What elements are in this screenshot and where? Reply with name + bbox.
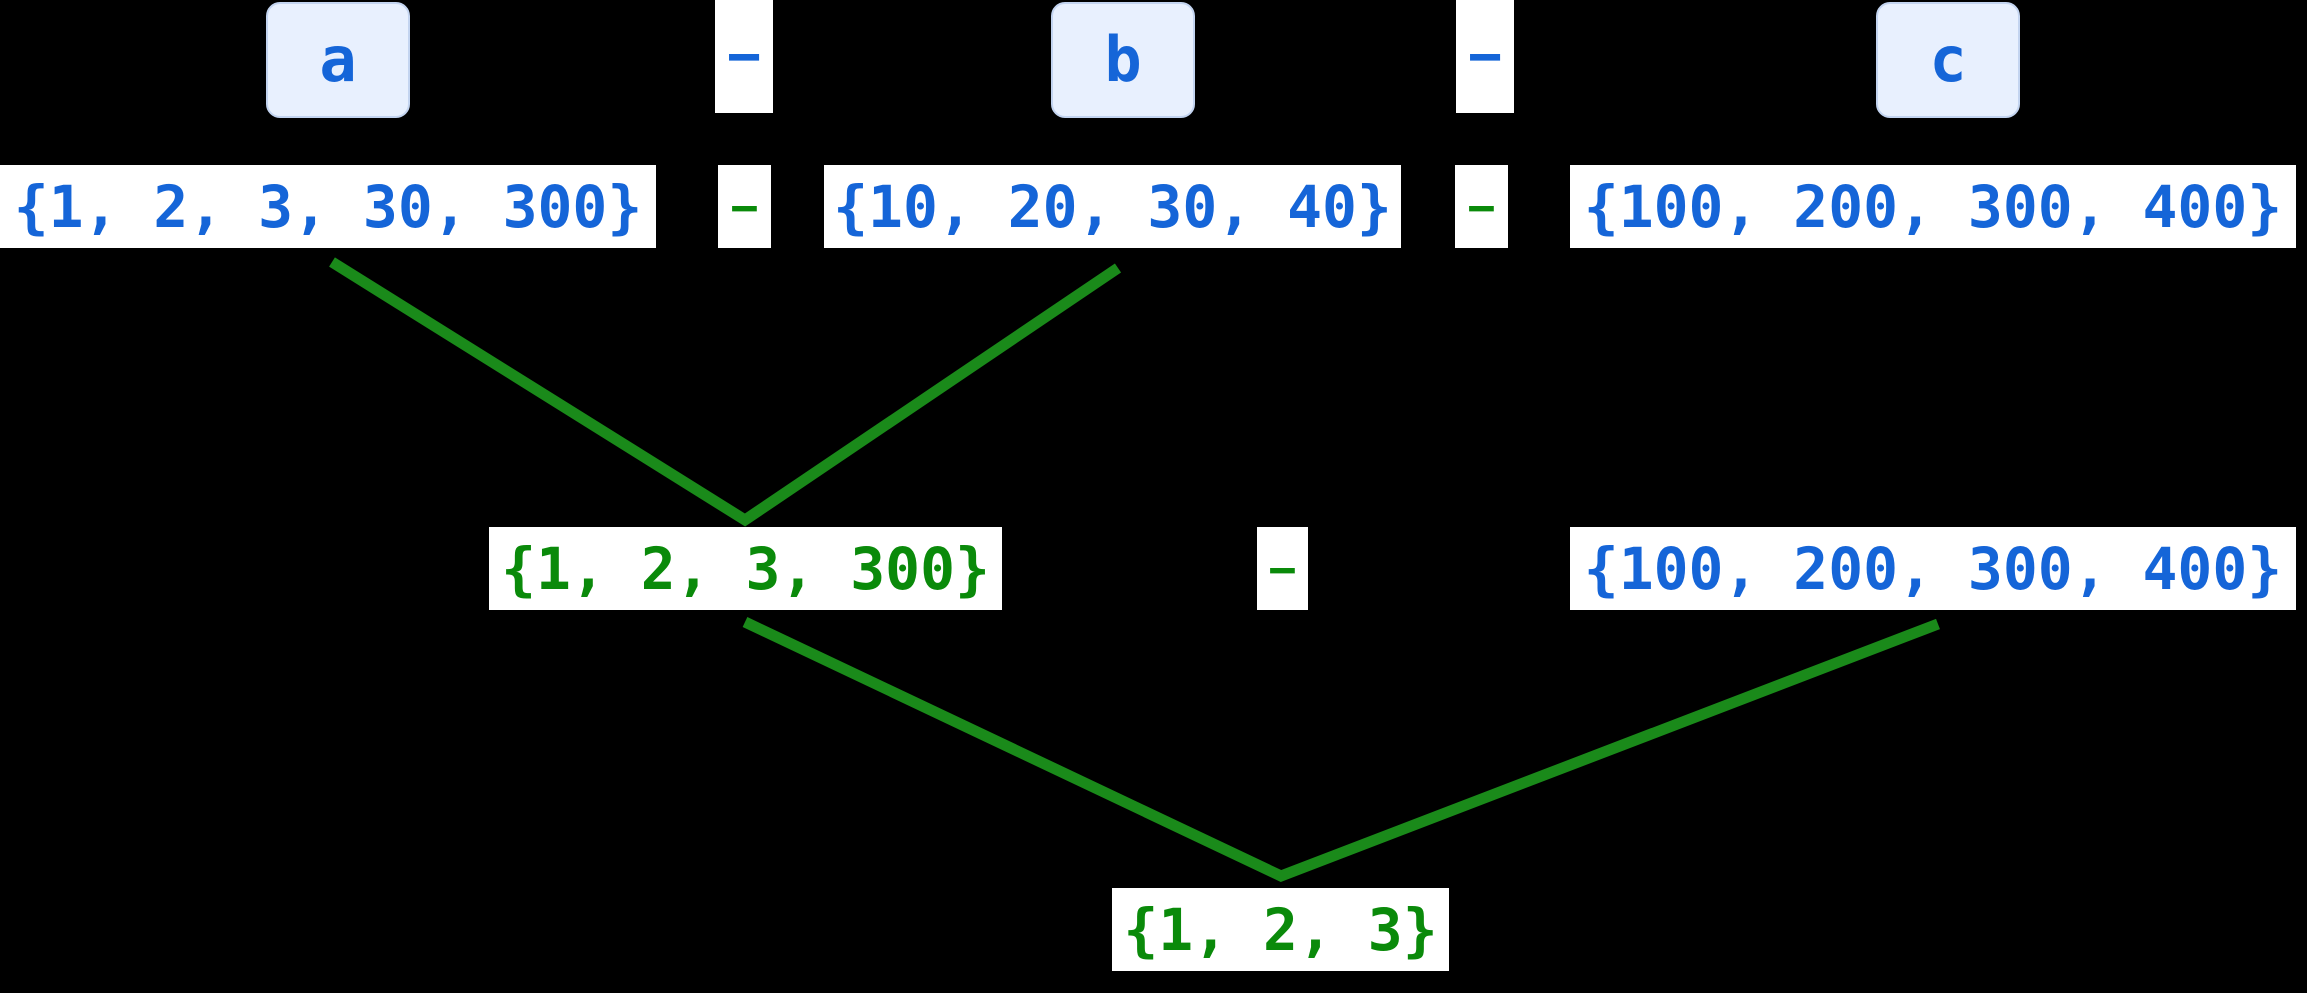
operator-minus-vars-1: − xyxy=(715,0,773,113)
value-box-b: {10, 20, 30, 40} xyxy=(824,165,1401,248)
connector-v-upper xyxy=(329,257,1122,527)
value-box-c: {100, 200, 300, 400} xyxy=(1570,165,2296,248)
operator-minus-values-2: − xyxy=(1455,165,1508,248)
result-box-final: {1, 2, 3} xyxy=(1112,888,1449,971)
operator-minus-values-1: − xyxy=(718,165,771,248)
connector-v-lower xyxy=(742,617,1940,882)
variable-chip-c[interactable]: c xyxy=(1876,2,2020,118)
operator-minus-intermediate: − xyxy=(1257,527,1308,610)
value-box-a: {1, 2, 3, 30, 300} xyxy=(0,165,656,248)
operator-minus-vars-2: − xyxy=(1456,0,1514,113)
variable-chip-a[interactable]: a xyxy=(266,2,410,118)
intermediate-box-c: {100, 200, 300, 400} xyxy=(1570,527,2296,610)
variable-chip-b[interactable]: b xyxy=(1051,2,1195,118)
intermediate-box-a-minus-b: {1, 2, 3, 300} xyxy=(489,527,1002,610)
